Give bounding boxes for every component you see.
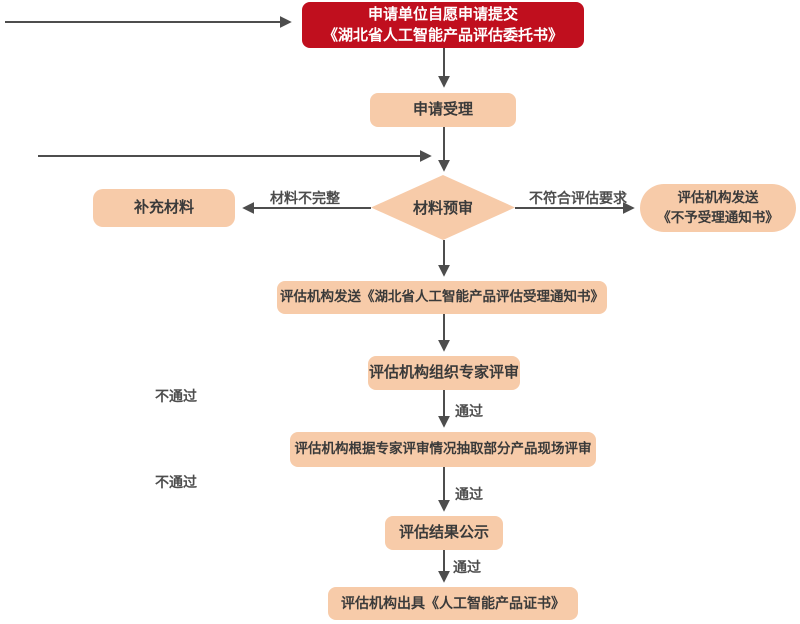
accept-node-label: 申请受理 xyxy=(412,100,473,118)
expert-review-node: 评估机构组织专家评审 xyxy=(368,356,520,390)
edge-label-not-meet-requirements: 不符合评估要求 xyxy=(529,190,627,206)
acceptance-notice-node: 评估机构发送《湖北省人工智能产品评估受理通知书》 xyxy=(277,281,607,314)
reject-node-line1: 评估机构发送 xyxy=(677,190,759,205)
accept-node: 申请受理 xyxy=(370,93,516,127)
pre-review-diamond-shape xyxy=(371,175,515,240)
edge-label-pass-onsite-review: 通过 xyxy=(455,486,483,502)
edge-label-fail-expert-review: 不通过 xyxy=(155,388,197,404)
result-publicity-label: 评估结果公示 xyxy=(398,523,489,541)
onsite-review-node: 评估机构根据专家评审情况抽取部分产品现场评审 xyxy=(290,432,596,467)
start-submit-line2: 《湖北省人工智能产品评估委托书》 xyxy=(322,27,563,44)
start-submit-node: 申请单位自愿申请提交 《湖北省人工智能产品评估委托书》 xyxy=(302,2,584,48)
supplement-materials-node: 补充材料 xyxy=(93,189,235,227)
certificate-node: 评估机构出具《人工智能产品证书》 xyxy=(328,587,578,620)
edge-label-fail-onsite-review: 不通过 xyxy=(155,474,197,490)
onsite-review-label: 评估机构根据专家评审情况抽取部分产品现场评审 xyxy=(294,441,592,457)
edge-label-materials-incomplete: 材料不完整 xyxy=(270,190,340,206)
acceptance-notice-label: 评估机构发送《湖北省人工智能产品评估受理通知书》 xyxy=(280,289,604,305)
certificate-label: 评估机构出具《人工智能产品证书》 xyxy=(341,595,565,612)
reject-notice-node: 评估机构发送 《不予受理通知书》 xyxy=(640,184,796,232)
expert-review-label: 评估机构组织专家评审 xyxy=(368,363,519,381)
result-publicity-node: 评估结果公示 xyxy=(385,516,503,550)
edge-label-pass-publicity: 通过 xyxy=(453,559,481,575)
edge-label-pass-expert-review: 通过 xyxy=(455,403,483,419)
pre-review-label-text: 材料预审 xyxy=(412,200,473,217)
supplement-node-label: 补充材料 xyxy=(133,198,194,216)
start-submit-line1: 申请单位自愿申请提交 xyxy=(367,6,518,23)
reject-node-line2: 《不予受理通知书》 xyxy=(657,210,779,225)
pre-review-diamond-label: 材料预审 xyxy=(371,175,515,240)
